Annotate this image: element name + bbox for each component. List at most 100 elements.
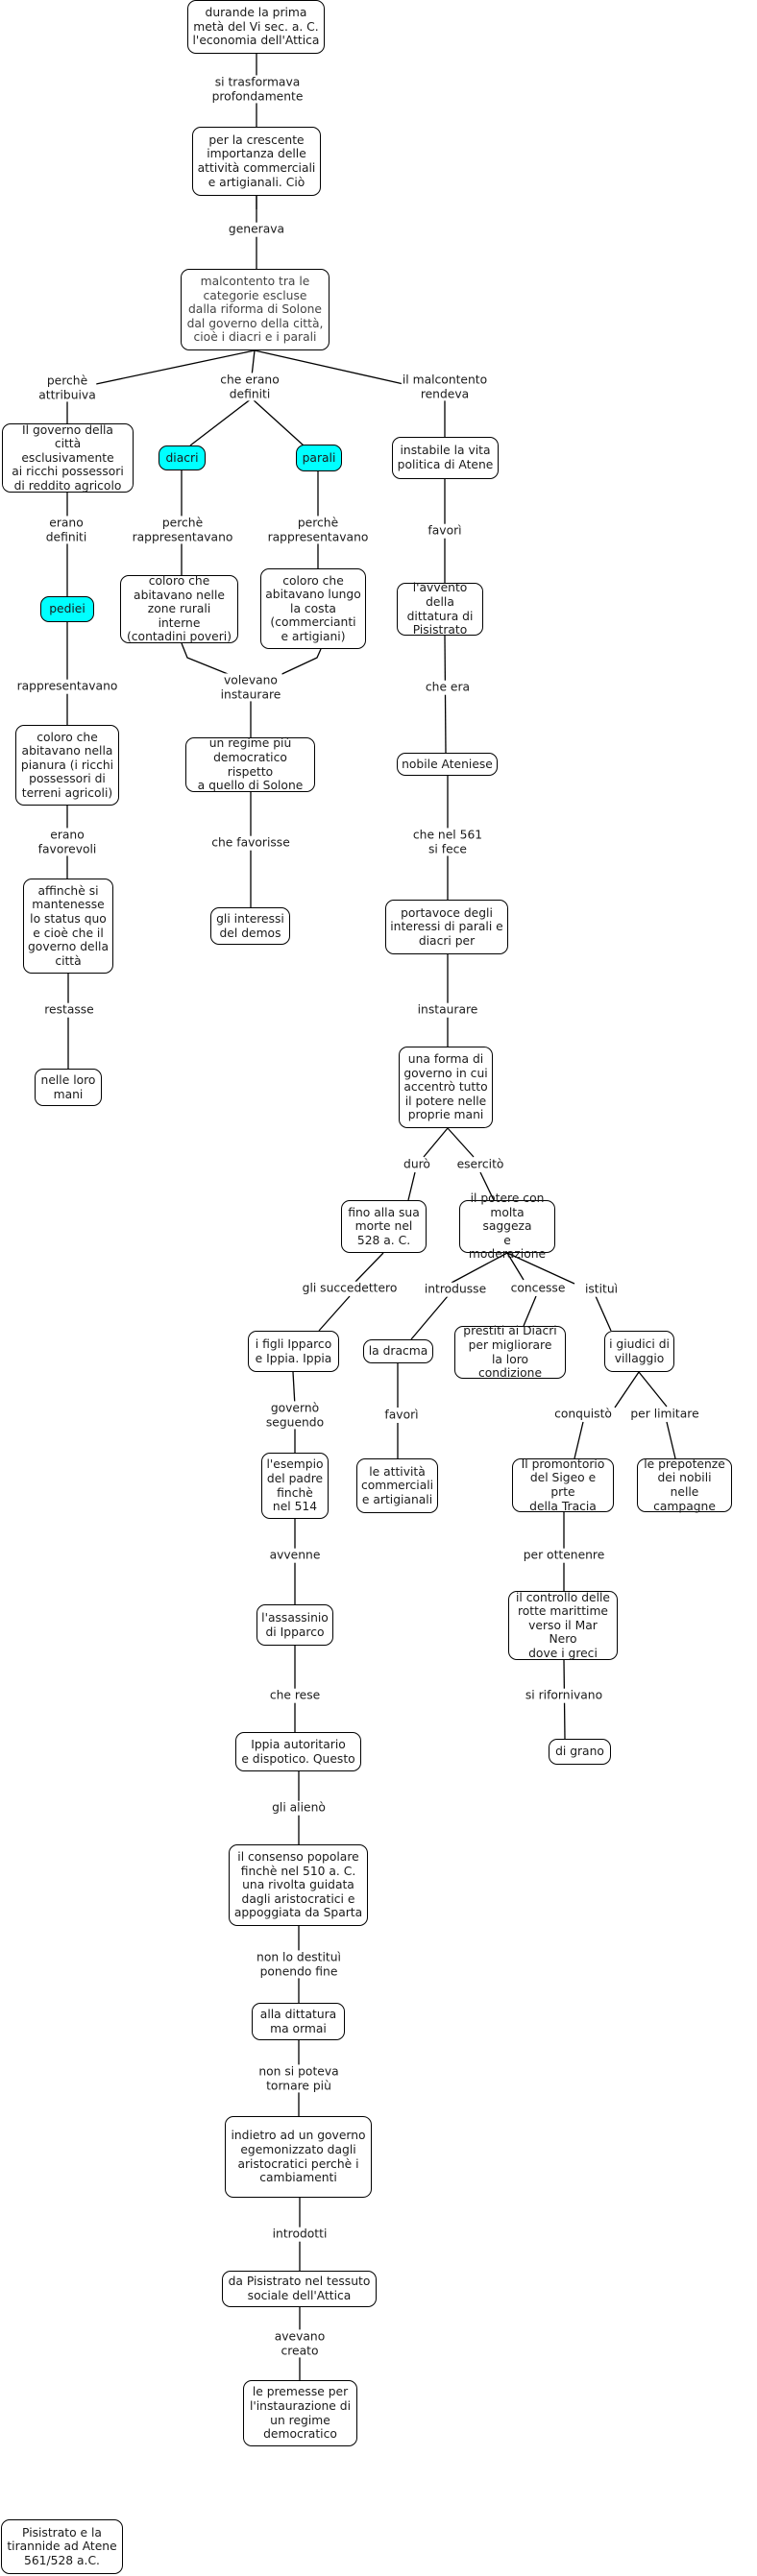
link-label: volevano instaurare [219, 673, 282, 702]
link-label: erano definiti [44, 516, 88, 544]
concept-node-economy-attica[interactable]: durande la prima metà del Vi sec. a. C. … [187, 0, 325, 54]
connector-line [423, 1127, 449, 1158]
concept-node-controllo-rotte[interactable]: il controllo delle rotte marittime verso… [508, 1591, 618, 1660]
link-label: rappresentavano [15, 679, 119, 694]
connector-line [614, 1371, 640, 1408]
concept-node-giudici-villaggio[interactable]: i giudici di villaggio [604, 1331, 674, 1372]
concept-node-esempio-padre[interactable]: l'esempio del padre finchè nel 514 [261, 1453, 329, 1519]
connector-line [451, 1252, 508, 1284]
concept-node-alla-dittatura[interactable]: alla dittatura ma ormai [252, 2003, 345, 2040]
link-label: non si poteva tornare più [257, 2064, 340, 2093]
connector-line [254, 349, 404, 385]
link-label: si rifornivano [524, 1688, 604, 1703]
link-label: gli succedettero [301, 1281, 399, 1296]
connector-line [410, 1295, 449, 1340]
connector-line [595, 1295, 612, 1332]
connector-line [189, 397, 253, 446]
concept-node-nobile-ateniese[interactable]: nobile Ateniese [397, 753, 498, 776]
connector-line [574, 1421, 584, 1459]
connector-line [251, 397, 305, 446]
link-label: favorì [427, 523, 463, 539]
concept-node-parali[interactable]: parali [296, 445, 342, 471]
concept-node-di-grano[interactable]: di grano [549, 1739, 611, 1765]
connector-line [318, 1295, 351, 1332]
concept-node-tessuto-sociale[interactable]: da Pisistrato nel tessuto sociale dell'A… [222, 2271, 377, 2307]
link-label: durò [403, 1157, 431, 1172]
link-label: instaurare [416, 1002, 479, 1018]
concept-node-governo-ricchi[interactable]: Il governo della città esclusivamente ai… [2, 423, 134, 493]
connector-line [354, 1252, 384, 1283]
link-label: avevano creato [273, 2329, 327, 2358]
concept-node-costa[interactable]: coloro che abitavano lungo la costa (com… [260, 568, 366, 649]
concept-node-promontorio-sigeo[interactable]: Il promontorio del Sigeo e prte della Tr… [512, 1457, 614, 1513]
link-label: gli alienò [271, 1800, 327, 1816]
connector-line [407, 1171, 416, 1201]
concept-node-potere-saggezza[interactable]: il potere con molta saggeza e moderazion… [459, 1192, 555, 1261]
concept-node-regime-democratico[interactable]: un regime più democratico rispetto a que… [185, 736, 315, 792]
link-label: conquistò [553, 1407, 613, 1422]
link-label: governò seguendo [264, 1401, 326, 1430]
link-label: perchè rappresentavano [266, 516, 370, 544]
link-label: per limitare [629, 1407, 700, 1422]
connector-line [95, 349, 256, 385]
concept-node-diacri[interactable]: diacri [159, 445, 206, 470]
link-label: concesse [509, 1281, 567, 1296]
connector-line [506, 1252, 525, 1281]
link-label: perchè rappresentavano [131, 516, 234, 544]
link-label: per ottenenre [522, 1548, 606, 1563]
concept-node-prestiti-diacri[interactable]: prestiti ai Diacri per migliorare la lor… [454, 1324, 566, 1380]
connector-line [251, 349, 256, 377]
concept-node-zone-rurali[interactable]: coloro che abitavano nelle zone rurali i… [120, 574, 238, 643]
link-label: erano favorevoli [37, 828, 98, 856]
concept-node-malcontento[interactable]: malcontento tra le categorie escluse dal… [181, 269, 330, 350]
connector-line [506, 1252, 575, 1285]
connector-line [292, 1371, 296, 1408]
concept-node-forma-di-governo[interactable]: una forma di governo in cui accentrò tut… [399, 1047, 493, 1128]
link-label: che nel 561 si fece [411, 828, 484, 856]
link-label: si trasformava profondamente [210, 75, 305, 104]
link-label: esercitò [455, 1157, 505, 1172]
link-label: introdotti [271, 2227, 329, 2242]
concept-node-avvento-dittatura[interactable]: l'avvento della dittatura di Pisistrato [397, 581, 483, 637]
concept-node-instabile-vita-politica[interactable]: instabile la vita politica di Atene [392, 437, 499, 479]
link-label: che era [424, 680, 472, 695]
concept-node-interessi-demos[interactable]: gli interessi del demos [210, 907, 290, 945]
map-title-node[interactable]: Pisistrato e la tirannide ad Atene 561/5… [1, 2519, 123, 2574]
link-label: favorì [383, 1408, 420, 1423]
concept-node-dracma[interactable]: la dracma [363, 1339, 433, 1363]
link-label: generava [227, 222, 286, 237]
concept-node-status-quo[interactable]: affinchè si mantenesse lo status quo e c… [23, 879, 113, 974]
link-label: istituì [583, 1282, 620, 1297]
concept-node-portavoce[interactable]: portavoce degli interessi di parali e di… [385, 900, 508, 954]
concept-node-nelle-loro-mani[interactable]: nelle loro mani [35, 1069, 102, 1106]
link-label: non lo destituì ponendo fine [256, 1950, 342, 1979]
link-label: che favorisse [210, 835, 291, 851]
concept-node-indietro-governo[interactable]: indietro ad un governo egemonizzato dagl… [225, 2116, 372, 2198]
link-label: perchè attribuiva [37, 373, 97, 402]
concept-node-premesse-democrazia[interactable]: le premesse per l'instaurazione di un re… [243, 2380, 357, 2446]
concept-node-consenso-popolare[interactable]: il consenso popolare finchè nel 510 a. C… [229, 1844, 368, 1926]
link-label: il malcontento rendeva [401, 373, 489, 401]
concept-node-ippia-autoritario[interactable]: Ippia autoritario e dispotico. Questo [235, 1732, 361, 1771]
concept-node-prepotenze-nobili[interactable]: le prepotenze dei nobili nelle campagne [637, 1457, 732, 1513]
connector-line [666, 1421, 676, 1459]
connector-line [181, 642, 243, 681]
link-label: che erano definiti [219, 373, 281, 401]
concept-node-assassinio-ipparco[interactable]: l'assassinio di Ipparco [256, 1604, 333, 1646]
link-label: introdusse [423, 1282, 488, 1297]
connector-line [479, 1171, 495, 1201]
connector-line [273, 648, 322, 679]
concept-node-figli-ipparco-ippia[interactable]: i figli Ipparco e Ippia. Ippia [248, 1331, 339, 1372]
concept-node-pediei[interactable]: pediei [40, 596, 94, 622]
concept-node-morte-528[interactable]: fino alla sua morte nel 528 a. C. [341, 1200, 427, 1253]
link-label: avvenne [268, 1548, 322, 1563]
connector-line [523, 1295, 537, 1327]
link-label: restasse [43, 1002, 95, 1018]
connector-line [638, 1371, 668, 1408]
concept-node-crescente-importanza[interactable]: per la crescente importanza delle attivi… [192, 127, 321, 196]
concept-node-pianura[interactable]: coloro che abitavano nella pianura (i ri… [15, 725, 119, 806]
connector-line [447, 1127, 475, 1158]
link-label: che rese [268, 1688, 322, 1703]
concept-node-attivita-commerciali[interactable]: le attività commerciali e artigianali [356, 1458, 438, 1513]
